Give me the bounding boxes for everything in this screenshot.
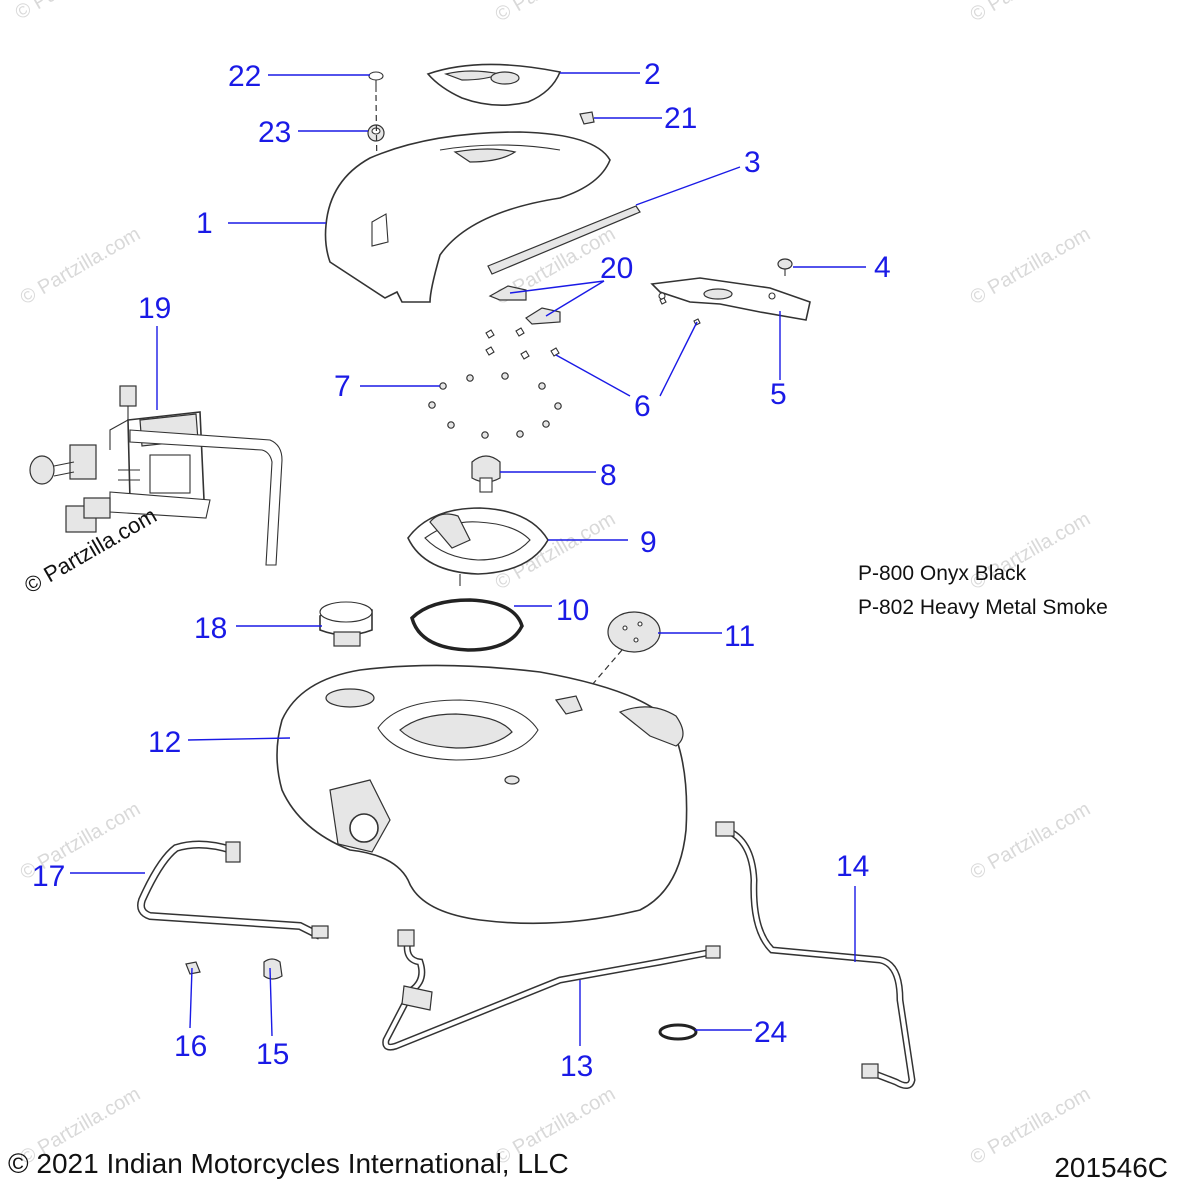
part-7-nut-ring[interactable] bbox=[428, 372, 562, 439]
part-23-grommet[interactable] bbox=[367, 124, 385, 142]
callout-9: 9 bbox=[640, 526, 657, 559]
callout-8: 8 bbox=[600, 459, 617, 492]
callout-4: 4 bbox=[874, 251, 891, 284]
part-22-screw[interactable] bbox=[368, 71, 384, 92]
watermark-text: © Partzilla.com bbox=[492, 0, 620, 26]
part-17-hose[interactable] bbox=[137, 840, 329, 940]
part-4-clip[interactable] bbox=[777, 258, 793, 276]
callout-20: 20 bbox=[600, 252, 633, 285]
part-9-pump-plate[interactable] bbox=[407, 507, 549, 586]
watermark-text: © Partzilla.com bbox=[17, 223, 145, 309]
watermark-text: © Partzilla.com bbox=[967, 0, 1095, 26]
copyright-notice: © 2021 Indian Motorcycles International,… bbox=[8, 1148, 569, 1179]
part-24-clamp-ring[interactable] bbox=[658, 1023, 698, 1041]
callout-12: 12 bbox=[148, 726, 181, 759]
part-10-gasket[interactable] bbox=[410, 598, 524, 652]
callout-14: 14 bbox=[836, 850, 869, 883]
part-15-hose-clip[interactable] bbox=[263, 958, 283, 980]
part-13-vent-line[interactable] bbox=[382, 929, 721, 1051]
callout-13: 13 bbox=[560, 1050, 593, 1083]
callout-15: 15 bbox=[256, 1038, 289, 1071]
callout-18: 18 bbox=[194, 612, 227, 645]
part-19-fuel-pump-assembly[interactable] bbox=[29, 385, 283, 566]
callout-2: 2 bbox=[644, 58, 661, 91]
callout-7: 7 bbox=[334, 370, 351, 403]
part-12-fuel-tank[interactable] bbox=[276, 664, 688, 925]
callout-16: 16 bbox=[174, 1030, 207, 1063]
callout-11: 11 bbox=[724, 620, 755, 653]
part-14-fuel-line[interactable] bbox=[715, 821, 916, 1089]
callout-5: 5 bbox=[770, 378, 787, 411]
part-3-trim-strip[interactable] bbox=[487, 205, 641, 275]
color-note-heavy-metal-smoke: P-802 Heavy Metal Smoke bbox=[858, 596, 1108, 619]
watermark-text: © Partzilla.com bbox=[12, 0, 140, 24]
part-8-valve[interactable] bbox=[471, 455, 501, 493]
watermark-text: © Partzilla.com bbox=[967, 798, 1095, 884]
color-note-onyx-black: P-800 Onyx Black bbox=[858, 562, 1027, 585]
part-6-screws[interactable] bbox=[485, 297, 701, 360]
callout-10: 10 bbox=[556, 594, 589, 627]
callout-6: 6 bbox=[634, 390, 651, 423]
part-5-bracket[interactable] bbox=[650, 277, 811, 321]
watermark-text: © Partzilla.com bbox=[967, 223, 1095, 309]
callout-3: 3 bbox=[744, 146, 761, 179]
callout-17: 17 bbox=[32, 860, 65, 893]
callout-19: 19 bbox=[138, 292, 171, 325]
diagram-code: 201546C bbox=[1054, 1152, 1168, 1183]
callout-24: 24 bbox=[754, 1016, 787, 1049]
callout-21: 21 bbox=[664, 102, 697, 135]
callout-1: 1 bbox=[196, 207, 213, 240]
callout-labels: 22 2 21 23 3 1 4 20 19 7 5 6 8 9 10 18 1… bbox=[32, 58, 891, 1083]
part-2-badge[interactable] bbox=[426, 63, 562, 106]
callout-22: 22 bbox=[228, 60, 261, 93]
leader-lines bbox=[70, 72, 866, 1046]
part-21-fastener[interactable] bbox=[579, 111, 595, 125]
callout-23: 23 bbox=[258, 116, 291, 149]
part-11-cap[interactable] bbox=[607, 611, 661, 653]
part-1-tank-console[interactable] bbox=[324, 131, 611, 303]
part-16-clamp[interactable] bbox=[185, 961, 201, 975]
part-18-fuel-cap[interactable] bbox=[319, 601, 373, 647]
